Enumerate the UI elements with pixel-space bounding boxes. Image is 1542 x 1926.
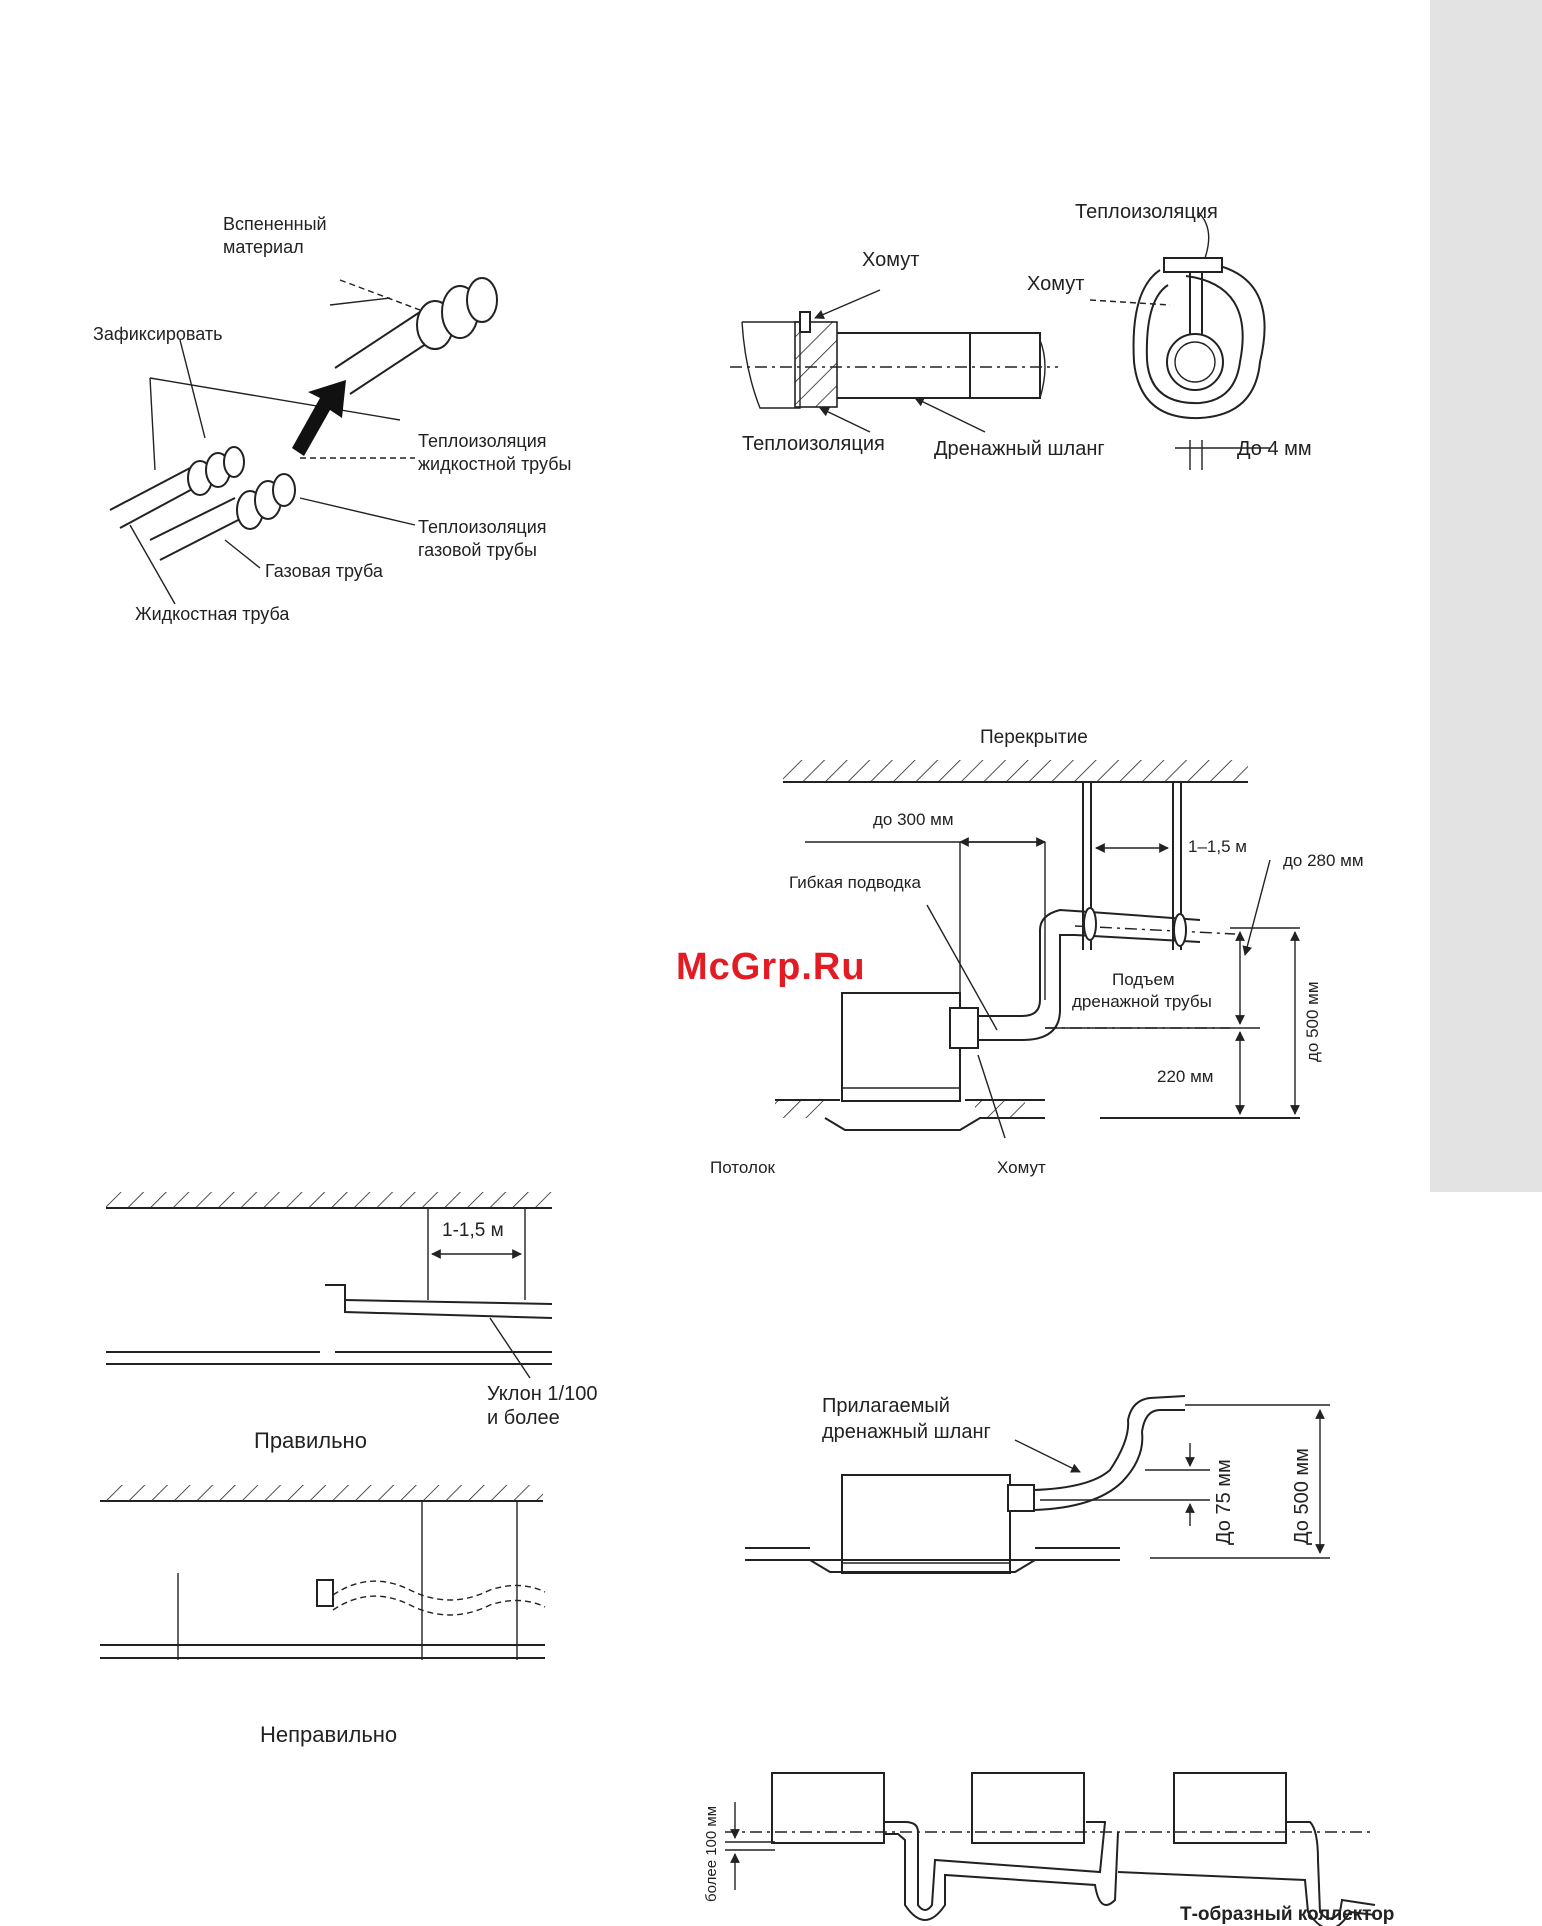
mm220-label: 220 мм <box>1157 1067 1213 1086</box>
correct-label: Правильно <box>254 1428 367 1453</box>
rise-label-2: дренажной трубы <box>1072 992 1212 1011</box>
up-to-4mm-label: До 4 мм <box>1237 438 1312 460</box>
t-collector-figure <box>725 1772 1376 1926</box>
span-label: 1–1,5 м <box>1188 837 1247 856</box>
supplied-hose-label-1: Прилагаемый <box>822 1395 950 1417</box>
supplied-hose-figure <box>745 1395 1330 1574</box>
t-collector-label: Т-образный коллектор <box>1180 1904 1394 1925</box>
up-to-75-label: До 75 мм <box>1213 1459 1235 1545</box>
indoor-unit <box>841 992 961 1102</box>
slope-correct-figure <box>106 1192 553 1379</box>
foam-label-1: Вспененный <box>223 214 327 234</box>
clamp-bottom-label: Хомут <box>997 1158 1046 1177</box>
watermark: McGrp.Ru <box>676 946 866 988</box>
up-to-500-hose-label: До 500 мм <box>1291 1448 1313 1545</box>
foam-label-2: материал <box>223 237 304 257</box>
pipe-insulation-figure <box>109 277 498 605</box>
flexible-label: Гибкая подводка <box>789 873 922 892</box>
fix-label: Зафиксировать <box>93 324 223 344</box>
slope-span-label: 1-1,5 м <box>442 1220 504 1241</box>
slope-label-1: Уклон 1/100 <box>487 1383 597 1405</box>
gas-insulation-label-1: Теплоизоляция <box>418 517 547 537</box>
rise-label-1: Подъем <box>1112 970 1175 989</box>
slope-incorrect-figure <box>100 1485 546 1660</box>
gas-insulation-label-2: газовой трубы <box>418 540 537 560</box>
slope-label-2: и более <box>487 1407 560 1429</box>
clamp-section-view <box>1089 211 1270 470</box>
up-to-280-label: до 280 мм <box>1283 851 1364 870</box>
indoor-unit-2 <box>841 1474 1011 1574</box>
unit-b <box>971 1772 1085 1844</box>
supplied-hose-label-2: дренажный шланг <box>822 1421 991 1443</box>
clamp-section-label: Хомут <box>1027 273 1084 295</box>
gas-fitting <box>236 473 296 530</box>
ceiling-label: Потолок <box>710 1158 776 1177</box>
insulation-top-label: Теплоизоляция <box>1075 201 1218 223</box>
drain-hose-label: Дренажный шланг <box>934 438 1105 460</box>
liquid-insulation-label-2: жидкостной трубы <box>418 454 571 474</box>
insulation-hatch <box>794 321 838 408</box>
slide-arrow-icon <box>292 380 346 456</box>
side-tab <box>1430 0 1542 1192</box>
more-100-label: более 100 мм <box>703 1806 720 1902</box>
foam-sleeve <box>334 277 498 395</box>
insulation-bottom-label: Теплоизоляция <box>742 433 885 455</box>
liquid-insulation-label-1: Теплоизоляция <box>418 431 547 451</box>
liquid-pipe-label: Жидкостная труба <box>135 604 290 624</box>
gas-pipe-label: Газовая труба <box>265 561 384 581</box>
clamp-label: Хомут <box>862 249 919 271</box>
drain-lift-figure <box>775 760 1300 1139</box>
up-to-300-label: до 300 мм <box>873 810 954 829</box>
liquid-fitting <box>187 446 245 496</box>
up-to-500-label: до 500 мм <box>1303 981 1322 1062</box>
incorrect-label: Неправильно <box>260 1722 397 1747</box>
slab-label: Перекрытие <box>980 727 1088 748</box>
drain-clamp-figure <box>730 211 1270 470</box>
